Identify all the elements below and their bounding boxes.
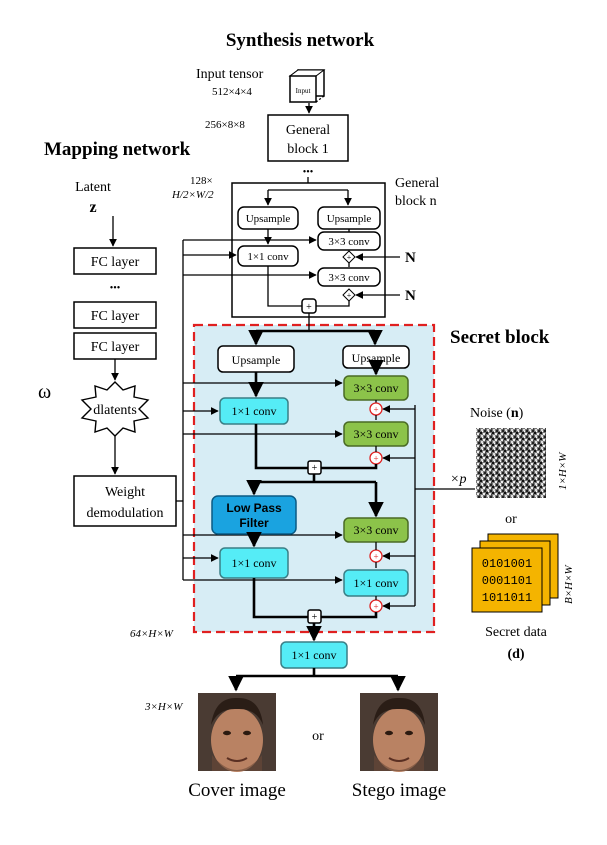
dims-128-label-2: H/2×W/2	[171, 189, 214, 201]
secret-conv1-1	[219, 397, 289, 425]
secret-conv1-1-text: 1×1 conv	[231, 404, 276, 418]
dims-64-label: 64×H×W	[130, 628, 174, 640]
input-tensor-label: Input tensor	[196, 67, 264, 82]
svg-text:+: +	[373, 454, 378, 464]
secret-conv1-3-text: 1×1 conv	[353, 576, 398, 590]
weight-demod-line1: Weight	[105, 485, 145, 500]
cover-image	[198, 693, 276, 772]
gbn-conv3-top-text: 3×3 conv	[328, 236, 370, 248]
general-block-n-line1: General	[395, 176, 439, 191]
svg-text:+: +	[347, 253, 352, 262]
dims-128-label: 128×	[190, 175, 213, 187]
low-pass-line1: Low Pass	[226, 501, 282, 515]
fc-layer-2	[73, 301, 157, 329]
times-p-label: ×p	[450, 472, 466, 487]
secret-data-stack: 0101001 0001101 1011011	[471, 533, 559, 613]
secret-conv3-3-text: 3×3 conv	[353, 523, 398, 537]
gbn-conv3-bottom	[317, 267, 381, 287]
svg-text:+: +	[312, 612, 318, 623]
noise-n-1: N	[405, 250, 416, 266]
svg-text:+: +	[306, 302, 312, 313]
output-conv1-text: 1×1 conv	[291, 648, 336, 662]
general-block-1	[267, 114, 349, 162]
input-cube-text: Input	[296, 87, 311, 95]
input-tensor-cube: Input	[288, 69, 326, 103]
svg-text:+: +	[373, 602, 378, 612]
fc-layer-3	[73, 332, 157, 360]
secret-block-title: Secret block	[450, 327, 550, 348]
general-block-1-line1: General	[286, 123, 330, 138]
binary-row-2: 0001101	[482, 574, 532, 588]
low-pass-line2: Filter	[239, 516, 269, 530]
secret-conv1-2-text: 1×1 conv	[231, 556, 276, 570]
secret-data-symbol: (d)	[507, 647, 524, 662]
svg-text:+: +	[347, 291, 352, 300]
secret-upsample-right-text: Upsample	[352, 351, 401, 365]
dims-256-label: 256×8×8	[205, 119, 245, 131]
or-between-outputs: or	[312, 729, 324, 744]
weight-demod-line2: demodulation	[87, 506, 164, 521]
weight-demodulation-box	[73, 475, 177, 527]
secret-conv3-2-text: 3×3 conv	[353, 427, 398, 441]
secret-upsample-left-text: Upsample	[232, 353, 281, 367]
stego-image	[360, 693, 438, 772]
svg-text:+: +	[312, 463, 318, 474]
data-dims: B×H×W	[563, 564, 575, 604]
omega-symbol: ω	[38, 381, 51, 403]
secret-conv3-1-text: 3×3 conv	[353, 381, 398, 395]
cover-image-label: Cover image	[188, 780, 286, 801]
noise-label: Noise (n)	[470, 406, 524, 421]
gbn-conv1-text: 1×1 conv	[247, 251, 289, 263]
mapping-ellipsis: •••	[110, 283, 121, 294]
binary-row-3: 1011011	[482, 591, 532, 605]
fc-layer-2-text: FC layer	[91, 309, 140, 324]
general-block-n-line2: block n	[395, 194, 437, 209]
latent-symbol: z	[89, 199, 96, 216]
output-dims: 3×H×W	[144, 701, 183, 713]
mapping-network-title: Mapping network	[44, 139, 191, 160]
dlatents-text: dlatents	[93, 403, 137, 418]
secret-data-label: Secret data	[485, 625, 548, 640]
synthesis-ellipsis: •••	[303, 167, 314, 178]
binary-row-1: 0101001	[482, 557, 532, 571]
svg-text:+: +	[373, 405, 378, 415]
gbn-conv3-bottom-text: 3×3 conv	[328, 272, 370, 284]
general-block-1-line2: block 1	[287, 142, 329, 157]
fc-layer-1-text: FC layer	[91, 255, 140, 270]
stego-image-label: Stego image	[352, 780, 446, 801]
or-between-inputs: or	[505, 512, 517, 527]
fc-layer-3-text: FC layer	[91, 340, 140, 355]
svg-text:+: +	[373, 552, 378, 562]
input-tensor-dims: 512×4×4	[212, 86, 252, 98]
synthesis-network-title: Synthesis network	[226, 30, 375, 51]
fc-layer-1	[73, 247, 157, 275]
noise-n-2: N	[405, 288, 416, 304]
noise-dims: 1×H×W	[557, 452, 569, 490]
noise-image	[476, 428, 546, 498]
noise-symbol: n	[511, 406, 519, 421]
gbn-upsample-right-text: Upsample	[327, 213, 372, 225]
gbn-upsample-left-text: Upsample	[246, 213, 291, 225]
latent-label: Latent	[75, 180, 111, 195]
